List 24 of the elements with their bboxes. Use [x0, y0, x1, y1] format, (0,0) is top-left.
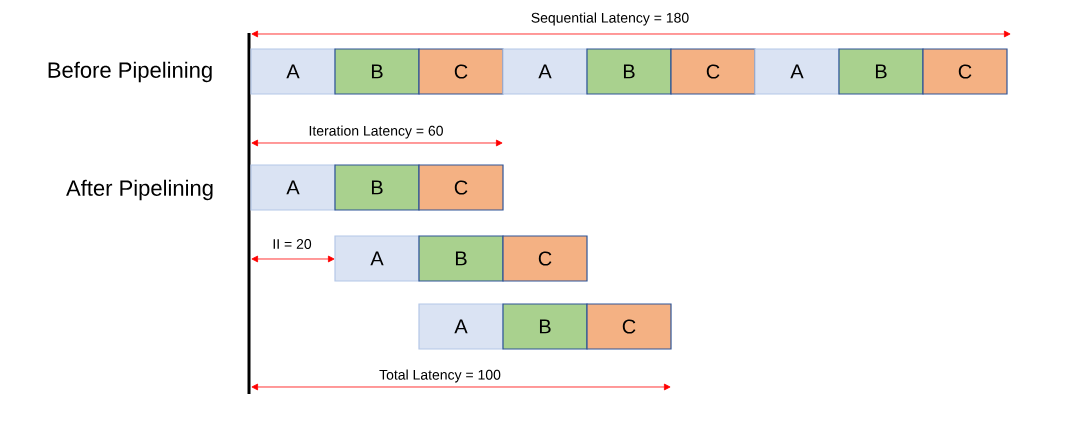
dimension-label: Total Latency = 100: [379, 369, 501, 383]
stage-box: B: [838, 48, 924, 95]
row-label: After Pipelining: [66, 179, 213, 201]
stage-box: C: [586, 303, 672, 350]
stage-box: C: [418, 48, 504, 95]
row-label: Before Pipelining: [48, 61, 212, 83]
stage-box: A: [250, 48, 336, 95]
stage-box: C: [418, 164, 504, 211]
stage-box: A: [502, 48, 588, 95]
stage-box: C: [670, 48, 756, 95]
stage-box: A: [250, 164, 336, 211]
stage-box: B: [334, 48, 420, 95]
stage-box: A: [754, 48, 840, 95]
stage-box: A: [334, 235, 420, 282]
dimension-label: Iteration Latency = 60: [309, 125, 443, 139]
dimension-label: Sequential Latency = 180: [531, 12, 689, 26]
dimension-label: II = 20: [273, 239, 312, 249]
stage-box: B: [586, 48, 672, 95]
stage-box: A: [418, 303, 504, 350]
stage-box: C: [922, 48, 1008, 95]
stage-box: B: [418, 235, 504, 282]
stage-box: C: [502, 235, 588, 282]
stage-box: B: [502, 303, 588, 350]
stage-box: B: [334, 164, 420, 211]
